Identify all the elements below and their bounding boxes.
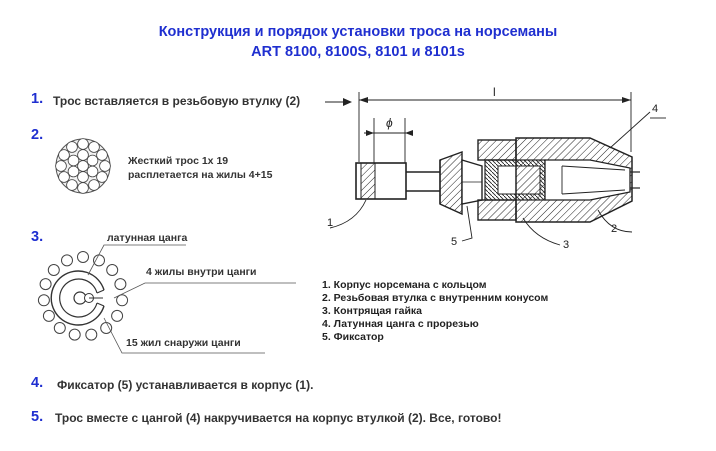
callout-1: 1 xyxy=(327,217,333,229)
collet-cross-section xyxy=(37,251,129,341)
callout-4: 4 xyxy=(652,103,658,115)
drawing-labels: l ϕ 1 2 3 4 5 xyxy=(327,85,658,251)
dim-length-label: l xyxy=(493,85,496,99)
collet-leader-lines xyxy=(87,244,296,354)
step-5-text: Трос вместе с цангой (4) накручивается н… xyxy=(55,411,502,425)
callout-5: 5 xyxy=(451,236,457,248)
legend-item-2: 2. Резьбовая втулка с внутренним конусом xyxy=(322,292,549,304)
step-4-number: 4. xyxy=(31,375,44,391)
page-title: Конструкция и порядок установки троса на… xyxy=(158,24,558,40)
norseman-technical-drawing xyxy=(329,92,666,246)
collet-label-outer: 15 жил снаружи цанги xyxy=(126,337,241,349)
collet-label-inner: 4 жилы внутри цанги xyxy=(146,266,257,278)
step-2-number: 2. xyxy=(31,127,44,143)
dim-diameter-label: ϕ xyxy=(386,116,393,130)
cable-cross-section xyxy=(55,138,111,194)
callout-3: 3 xyxy=(563,239,569,251)
cable-label-line2: расплетается на жилы 4+15 xyxy=(128,169,273,181)
cable-label-line1: Жесткий трос 1х 19 xyxy=(128,155,229,167)
step-1-arrow xyxy=(325,98,352,106)
collet-label-top: латунная цанга xyxy=(107,232,188,244)
legend-item-3: 3. Контрящая гайка xyxy=(322,305,423,317)
legend-item-4: 4. Латунная цанга с прорезью xyxy=(322,318,479,330)
legend-item-5: 5. Фиксатор xyxy=(322,331,384,343)
legend-item-1: 1. Корпус норсемана с кольцом xyxy=(322,279,487,291)
callout-2: 2 xyxy=(611,223,617,235)
step-1-number: 1. xyxy=(31,91,44,107)
step-4-text: Фиксатор (5) устанавливается в корпус (1… xyxy=(57,378,314,392)
step-3-number: 3. xyxy=(31,229,44,245)
page-subtitle: ART 8100, 8100S, 8101 и 8101s xyxy=(251,44,465,60)
step-5-number: 5. xyxy=(31,409,44,425)
step-1-text: Трос вставляется в резьбовую втулку (2) xyxy=(53,94,301,108)
